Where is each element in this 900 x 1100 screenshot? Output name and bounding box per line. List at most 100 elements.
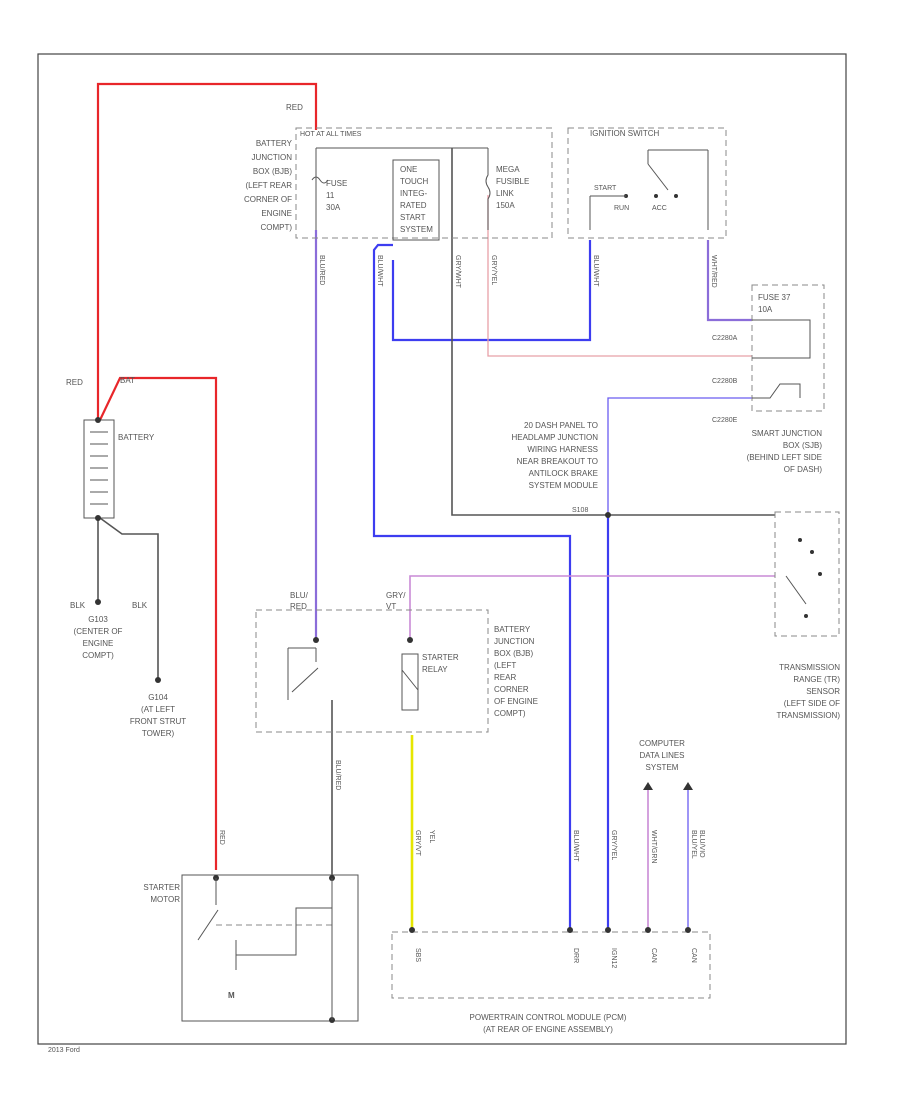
svg-text:STARTER: STARTER xyxy=(422,653,459,662)
svg-text:(BEHIND LEFT SIDE: (BEHIND LEFT SIDE xyxy=(747,453,822,462)
battery-icon xyxy=(83,417,115,521)
svg-text:10A: 10A xyxy=(758,305,773,314)
bjb-hot-label: HOT AT ALL TIMES xyxy=(300,131,362,138)
svg-text:SBS: SBS xyxy=(414,948,421,962)
blk-label-2: BLK xyxy=(132,601,148,610)
svg-text:RED: RED xyxy=(290,602,307,611)
pcm-label: POWERTRAIN CONTROL MODULE (PCM) (AT REAR… xyxy=(470,1013,627,1034)
red-top-label: RED xyxy=(286,103,303,112)
svg-text:COMPT): COMPT) xyxy=(494,709,526,718)
svg-text:VT: VT xyxy=(386,602,396,611)
ignition-switch-box xyxy=(567,127,727,239)
svg-text:COMPUTER: COMPUTER xyxy=(639,739,685,748)
svg-text:MOTOR: MOTOR xyxy=(150,895,180,904)
svg-text:POWERTRAIN CONTROL MODULE (PCM: POWERTRAIN CONTROL MODULE (PCM) xyxy=(470,1013,627,1022)
fuse-label: FUSE 11 30A xyxy=(326,179,347,212)
svg-text:BATTERY: BATTERY xyxy=(494,625,531,634)
blu-red-label: BLU/ RED xyxy=(290,591,309,611)
svg-text:BLU/YEL: BLU/YEL xyxy=(690,830,697,859)
svg-text:BOX (SJB): BOX (SJB) xyxy=(783,441,822,450)
g103-label: G103 (CENTER OF ENGINE COMPT) xyxy=(74,615,123,660)
tr-sensor-label: TRANSMISSION RANGE (TR) SENSOR (LEFT SID… xyxy=(776,663,840,720)
svg-text:BLU/WHT: BLU/WHT xyxy=(572,830,579,862)
wire-red-battery-starter xyxy=(99,376,218,870)
bjb2-label: BATTERY JUNCTION BOX (BJB) (LEFT REAR CO… xyxy=(494,625,538,718)
svg-text:HEADLAMP JUNCTION: HEADLAMP JUNCTION xyxy=(511,433,598,442)
headlamp-note: 20 DASH PANEL TO HEADLAMP JUNCTION WIRIN… xyxy=(511,421,598,490)
svg-text:FUSE 37: FUSE 37 xyxy=(758,293,791,302)
motor-m-label: M xyxy=(228,991,235,1000)
wire-gray-onetouch xyxy=(451,148,608,516)
svg-text:G104: G104 xyxy=(148,693,168,702)
svg-text:GRY/WHT: GRY/WHT xyxy=(454,255,461,289)
svg-text:FRONT STRUT: FRONT STRUT xyxy=(130,717,186,726)
svg-text:GRY/YEL: GRY/YEL xyxy=(490,255,497,285)
svg-text:TRANSMISSION: TRANSMISSION xyxy=(779,663,840,672)
s108-label: S108 xyxy=(572,507,588,514)
svg-text:MEGA: MEGA xyxy=(496,165,520,174)
svg-text:ENGINE: ENGINE xyxy=(83,639,114,648)
sjb-fuse-icon xyxy=(752,319,811,359)
svg-text:RELAY: RELAY xyxy=(422,665,448,674)
svg-text:(CENTER OF: (CENTER OF xyxy=(74,627,123,636)
starter-motor-box xyxy=(181,874,359,1022)
pcm-box xyxy=(391,931,711,999)
svg-text:BLU/RED: BLU/RED xyxy=(334,760,341,790)
svg-text:(LEFT SIDE OF: (LEFT SIDE OF xyxy=(784,699,840,708)
svg-text:WHT/RED: WHT/RED xyxy=(710,255,717,288)
svg-text:RED: RED xyxy=(218,830,225,845)
wire-pink-fusible xyxy=(487,195,752,357)
svg-text:SYSTEM MODULE: SYSTEM MODULE xyxy=(529,481,598,490)
svg-text:G103: G103 xyxy=(88,615,108,624)
ground-icon-g104 xyxy=(155,677,161,683)
svg-text:BLU/WHT: BLU/WHT xyxy=(376,255,383,287)
svg-text:GRY/: GRY/ xyxy=(386,591,406,600)
svg-text:ENGINE: ENGINE xyxy=(261,209,292,218)
blk-label-1: BLK xyxy=(70,601,86,610)
svg-text:CAN: CAN xyxy=(690,948,697,963)
tr-switch-icon xyxy=(785,538,822,618)
starter-relay-box xyxy=(255,609,489,733)
data-line-arrow-2 xyxy=(683,782,693,790)
svg-text:WHT/GRN: WHT/GRN xyxy=(650,830,657,863)
wire-violet-tr-relay xyxy=(409,575,775,640)
g104-label: G104 (AT LEFT FRONT STRUT TOWER) xyxy=(130,693,186,738)
svg-text:BLU/VIO: BLU/VIO xyxy=(698,830,705,858)
svg-text:RATED: RATED xyxy=(400,201,427,210)
gry-vt-label: GRY/ VT xyxy=(386,591,406,611)
fusible-link-icon xyxy=(485,148,491,230)
starter-relay-label: STARTER RELAY xyxy=(422,653,459,674)
motor-icon xyxy=(197,875,335,1023)
switch-icon xyxy=(589,149,709,230)
wire-ground-g104 xyxy=(99,517,159,680)
acc-label: ACC xyxy=(652,205,667,212)
svg-text:ANTILOCK BRAKE: ANTILOCK BRAKE xyxy=(529,469,598,478)
svg-text:OF DASH): OF DASH) xyxy=(784,465,823,474)
c2280a-label: C2280A xyxy=(712,335,738,342)
tr-sensor-box xyxy=(774,511,840,637)
svg-text:WIRING HARNESS: WIRING HARNESS xyxy=(527,445,598,454)
svg-text:REAR: REAR xyxy=(494,673,516,682)
svg-text:DATA LINES: DATA LINES xyxy=(639,751,684,760)
c2280b-label: C2280B xyxy=(712,378,738,385)
svg-text:FUSIBLE: FUSIBLE xyxy=(496,177,529,186)
red-left-label: RED xyxy=(66,378,83,387)
svg-text:CORNER OF: CORNER OF xyxy=(244,195,292,204)
svg-text:INTEG-: INTEG- xyxy=(400,189,427,198)
sjb-label: SMART JUNCTION BOX (SJB) (BEHIND LEFT SI… xyxy=(747,429,823,474)
battery-label: BATTERY xyxy=(118,433,155,442)
svg-text:LINK: LINK xyxy=(496,189,514,198)
wire-purple-ignition-sjb xyxy=(706,240,752,322)
sjb-fuse-label: FUSE 37 10A xyxy=(758,293,791,314)
svg-text:BATTERY: BATTERY xyxy=(256,139,293,148)
wire-blue-onetouch xyxy=(372,243,572,930)
svg-text:YEL: YEL xyxy=(428,830,435,843)
one-touch-module xyxy=(392,159,440,241)
svg-text:COMPT): COMPT) xyxy=(82,651,114,660)
ground-icon xyxy=(95,599,101,605)
svg-text:SYSTEM: SYSTEM xyxy=(400,225,433,234)
svg-text:SYSTEM: SYSTEM xyxy=(646,763,679,772)
svg-text:150A: 150A xyxy=(496,201,515,210)
svg-text:RANGE (TR): RANGE (TR) xyxy=(793,675,840,684)
